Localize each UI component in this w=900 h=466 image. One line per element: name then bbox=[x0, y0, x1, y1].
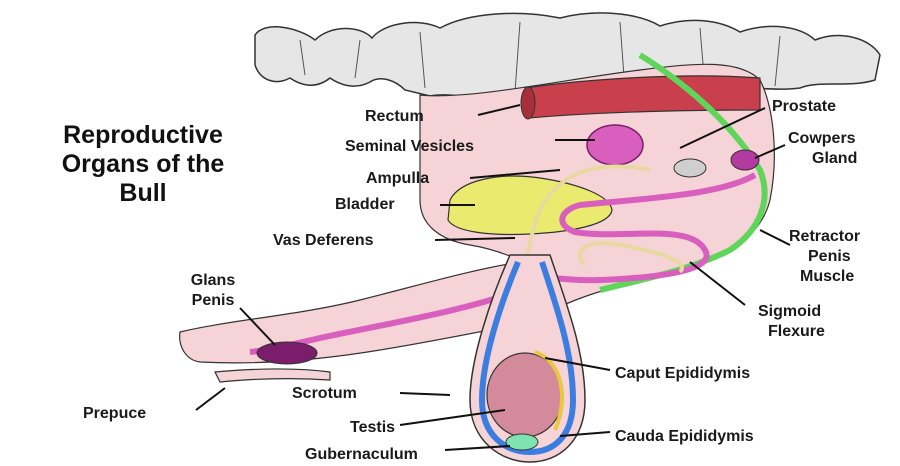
diagram-title: Reproductive Organs of the Bull bbox=[62, 121, 225, 207]
label-vas-deferens: Vas Deferens bbox=[273, 232, 374, 249]
label-retractor-line2: Penis bbox=[808, 248, 851, 265]
label-glans-penis-line1: Glans bbox=[191, 272, 236, 289]
label-retractor-line3: Muscle bbox=[800, 268, 854, 285]
cowpers-gland-organ bbox=[731, 150, 759, 170]
label-rectum: Rectum bbox=[365, 108, 424, 125]
label-testis: Testis bbox=[350, 419, 395, 436]
prostate-organ bbox=[674, 159, 706, 177]
label-scrotum: Scrotum bbox=[292, 385, 357, 402]
title-line3: Bull bbox=[119, 179, 166, 207]
gubernaculum-organ bbox=[506, 434, 538, 450]
label-seminal-vesicles: Seminal Vesicles bbox=[345, 138, 474, 155]
rectum-opening bbox=[521, 87, 535, 119]
label-prostate: Prostate bbox=[772, 98, 836, 115]
label-retractor-line1: Retractor bbox=[789, 228, 860, 245]
prepuce-sheath bbox=[215, 369, 330, 382]
label-sigmoid-line1: Sigmoid bbox=[758, 303, 821, 320]
label-sigmoid-line2: Flexure bbox=[768, 323, 825, 340]
label-cowpers-line2: Gland bbox=[812, 150, 857, 167]
label-bladder: Bladder bbox=[335, 196, 395, 213]
glans-penis-organ bbox=[257, 342, 317, 364]
seminal-vesicles-organ bbox=[587, 125, 643, 165]
label-gubernaculum: Gubernaculum bbox=[305, 446, 418, 463]
label-cauda-epididymis: Cauda Epididymis bbox=[615, 428, 754, 445]
label-glans-penis-line2: Penis bbox=[192, 292, 235, 309]
label-ampulla: Ampulla bbox=[366, 170, 429, 187]
title-line1: Reproductive bbox=[63, 121, 223, 149]
label-caput-epididymis: Caput Epididymis bbox=[615, 365, 750, 382]
label-prepuce: Prepuce bbox=[83, 405, 146, 422]
label-cowpers-line1: Cowpers bbox=[788, 130, 856, 147]
title-line2: Organs of the bbox=[62, 150, 225, 178]
